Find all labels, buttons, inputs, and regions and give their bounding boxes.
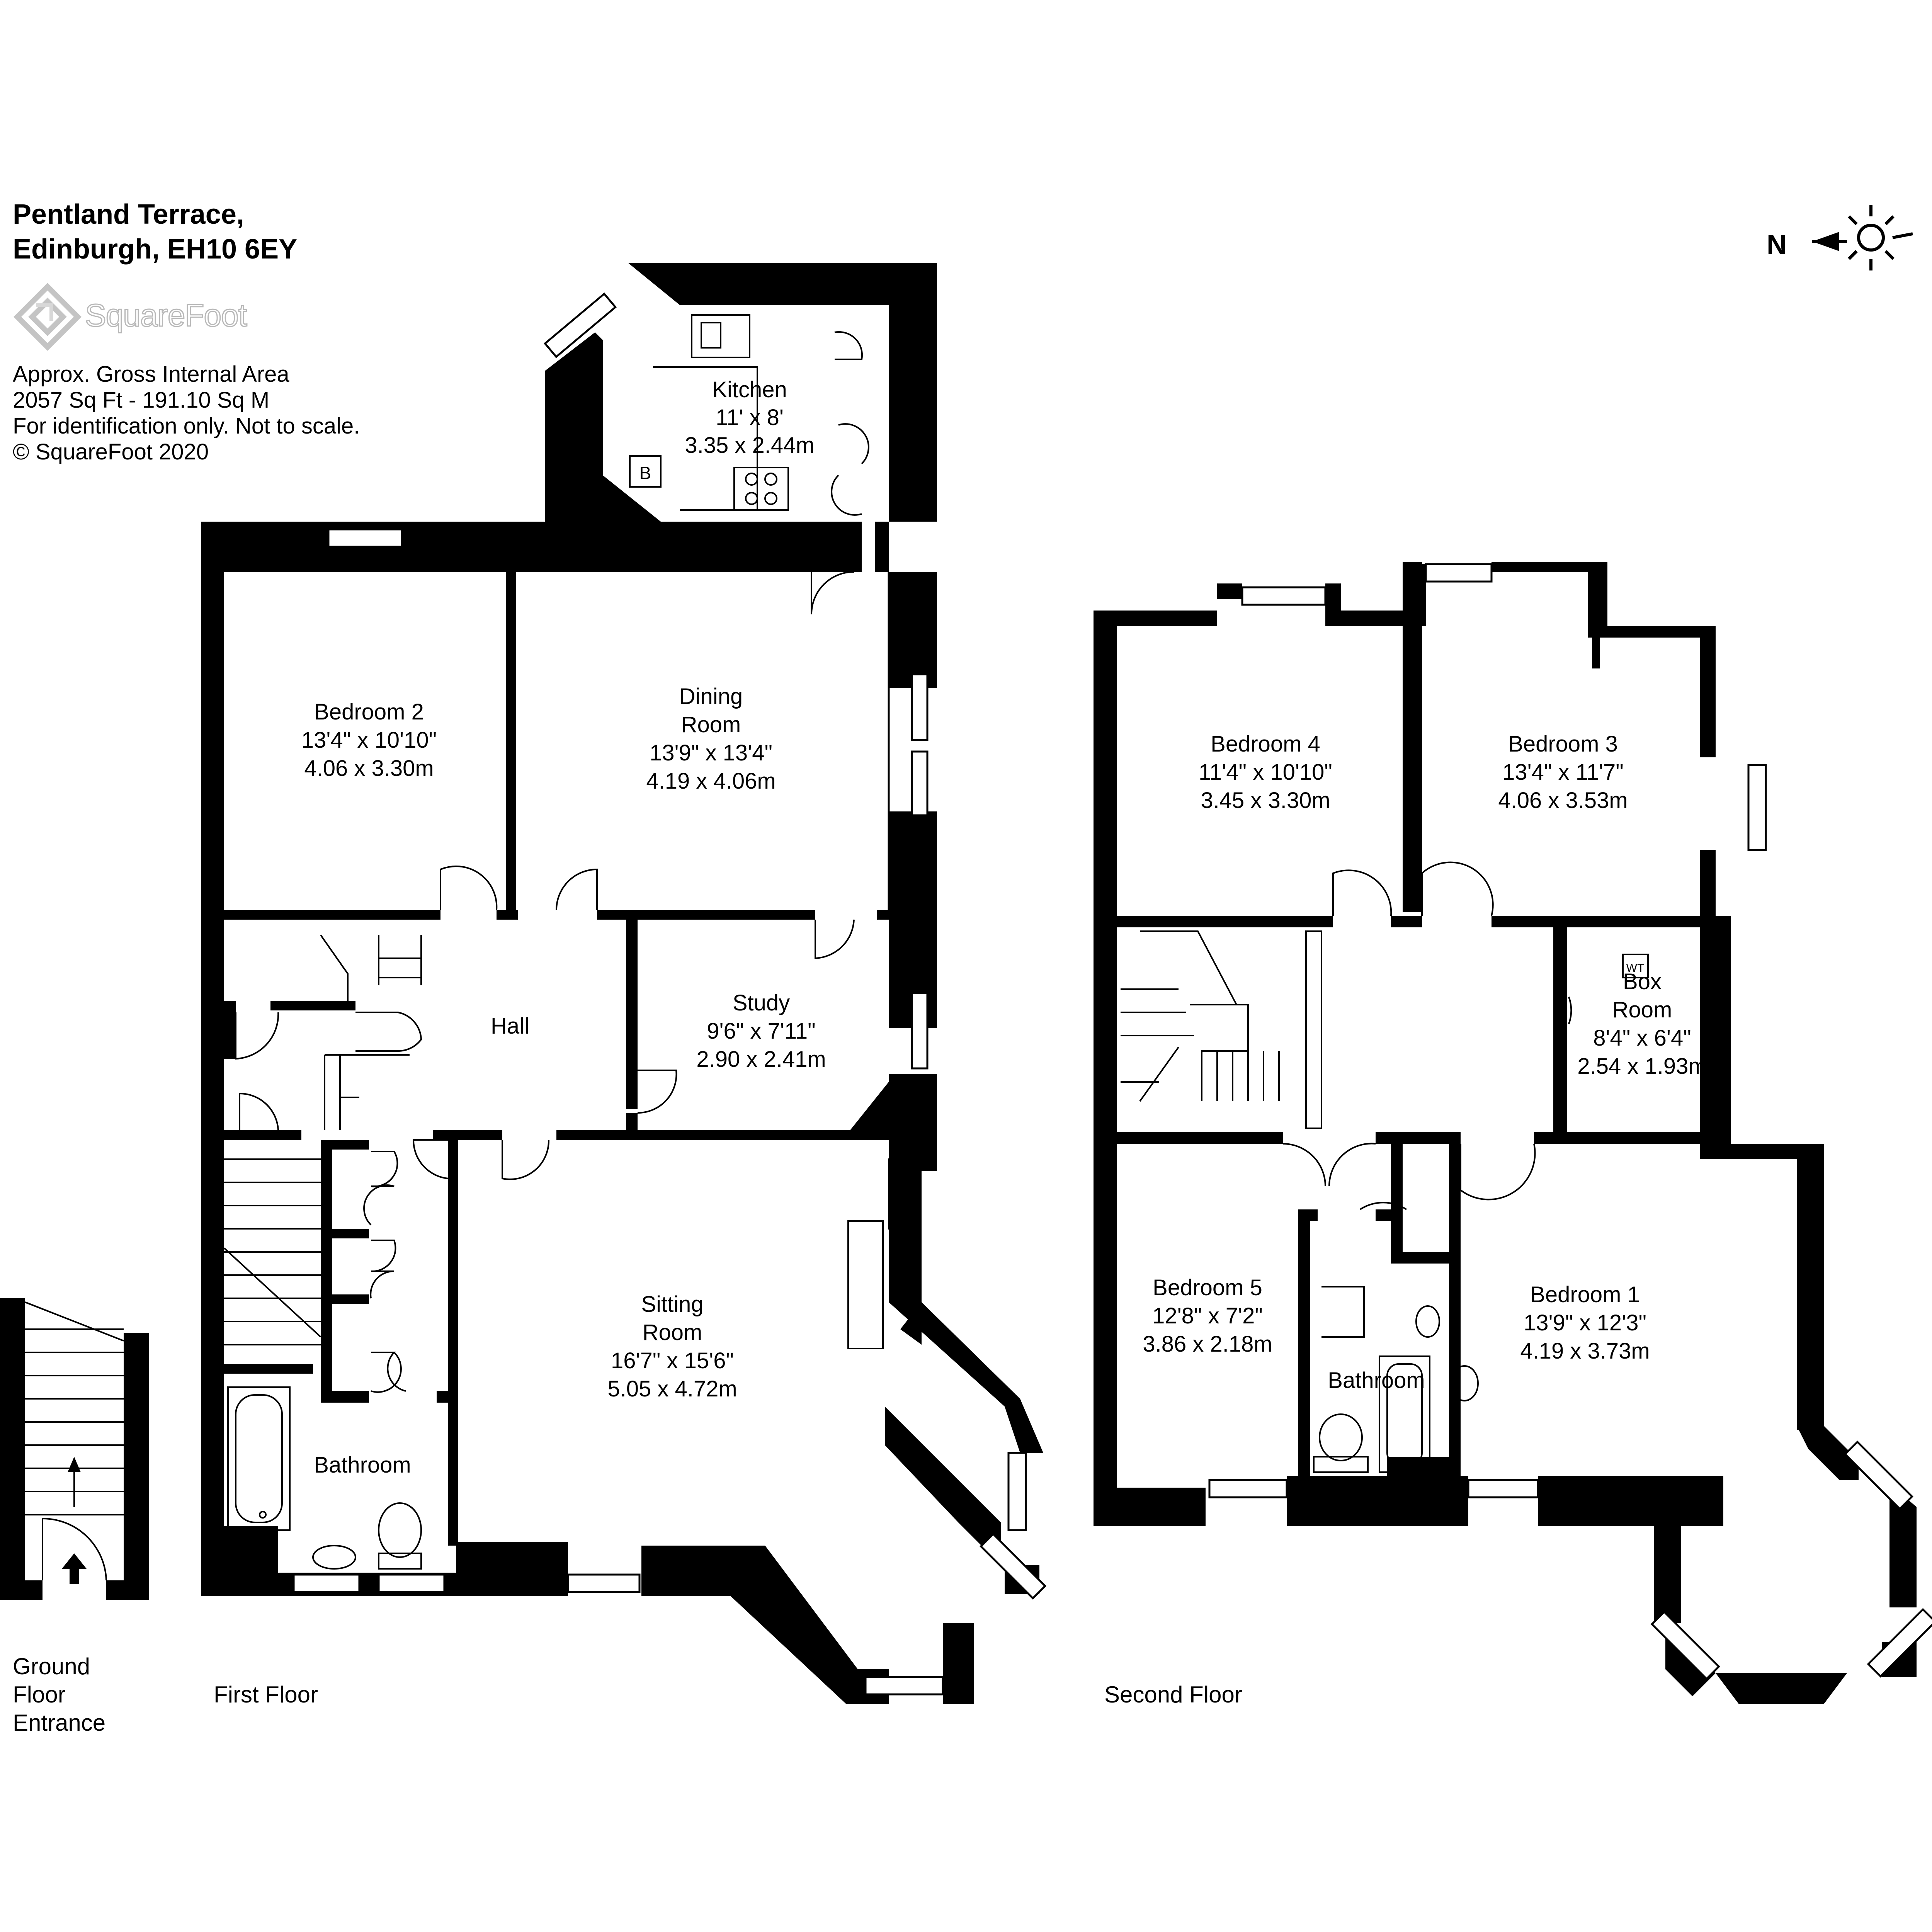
compass-icon: N <box>1767 205 1913 270</box>
svg-text:4.19 x 3.73m: 4.19 x 3.73m <box>1520 1338 1650 1364</box>
svg-text:11' x 8': 11' x 8' <box>716 405 784 430</box>
svg-text:5.05 x 4.72m: 5.05 x 4.72m <box>607 1376 737 1401</box>
svg-text:4.19 x 4.06m: 4.19 x 4.06m <box>646 769 776 794</box>
room-bedroom-4: Bedroom 4 11'4" x 10'10" 3.45 x 3.30m <box>1199 731 1332 813</box>
svg-text:9'6" x 7'11": 9'6" x 7'11" <box>707 1019 816 1044</box>
second-floor-plan: WT <box>1094 562 1932 1704</box>
svg-text:Room: Room <box>1612 997 1672 1022</box>
room-bathroom-second: Bathroom <box>1328 1368 1425 1393</box>
ground-floor-caption-3: Entrance <box>13 1710 105 1736</box>
svg-text:Room: Room <box>643 1320 702 1345</box>
property-address: Pentland Terrace, Edinburgh, EH10 6EY <box>13 197 297 267</box>
room-bedroom-2: Bedroom 2 13'4" x 10'10" 4.06 x 3.30m <box>301 699 437 781</box>
svg-text:4.06 x 3.30m: 4.06 x 3.30m <box>304 756 434 781</box>
svg-text:Hall: Hall <box>491 1014 529 1039</box>
ground-floor-plan <box>0 1298 149 1600</box>
svg-text:Bedroom 3: Bedroom 3 <box>1508 731 1618 757</box>
svg-text:12'8" x 7'2": 12'8" x 7'2" <box>1152 1303 1263 1328</box>
svg-text:3.86 x 2.18m: 3.86 x 2.18m <box>1143 1332 1272 1357</box>
room-sitting-room: Sitting Room 16'7" x 15'6" 5.05 x 4.72m <box>607 1292 737 1401</box>
entrance-arrow-icon <box>62 1553 87 1584</box>
svg-text:Bedroom 5: Bedroom 5 <box>1153 1275 1262 1300</box>
first-floor-caption: First Floor <box>214 1682 318 1708</box>
svg-text:8'4" x 6'4": 8'4" x 6'4" <box>1593 1026 1691 1051</box>
svg-text:3.35 x 2.44m: 3.35 x 2.44m <box>685 433 814 458</box>
svg-text:13'9" x 12'3": 13'9" x 12'3" <box>1524 1310 1646 1335</box>
svg-text:Bedroom 1: Bedroom 1 <box>1530 1282 1640 1307</box>
svg-text:Study: Study <box>733 990 790 1015</box>
ground-floor-caption-1: Ground <box>13 1653 90 1679</box>
room-labels: Kitchen 11' x 8' 3.35 x 2.44m Bedroom 2 … <box>301 377 1707 1478</box>
svg-text:Kitchen: Kitchen <box>712 377 787 402</box>
ground-floor-caption-2: Floor <box>13 1682 66 1708</box>
room-dining-room: Dining Room 13'9" x 13'4" 4.19 x 4.06m <box>646 684 776 794</box>
room-hall: Hall <box>491 1014 529 1039</box>
area-info: Approx. Gross Internal Area 2057 Sq Ft -… <box>13 361 360 465</box>
svg-text:Dining: Dining <box>679 684 743 709</box>
room-box-room: Box Room 8'4" x 6'4" 2.54 x 1.93m <box>1577 969 1707 1079</box>
room-study: Study 9'6" x 7'11" 2.90 x 2.41m <box>696 990 826 1072</box>
first-floor-plan: B <box>201 263 1047 1704</box>
svg-text:Bedroom 2: Bedroom 2 <box>314 699 424 724</box>
svg-text:11'4" x 10'10": 11'4" x 10'10" <box>1199 760 1332 785</box>
area-value: 2057 Sq Ft - 191.10 Sq M <box>13 388 270 413</box>
svg-text:Bathroom: Bathroom <box>314 1452 411 1478</box>
address-line-2: Edinburgh, EH10 6EY <box>13 234 298 265</box>
boiler-label: B <box>639 463 651 483</box>
svg-text:13'4" x 11'7": 13'4" x 11'7" <box>1502 760 1624 785</box>
room-bathroom-first: Bathroom <box>314 1452 411 1478</box>
svg-text:Bathroom: Bathroom <box>1328 1368 1425 1393</box>
north-letter: N <box>1767 230 1787 260</box>
svg-text:2.90 x 2.41m: 2.90 x 2.41m <box>696 1047 826 1072</box>
floor-captions: Ground Floor Entrance First Floor Second… <box>13 1653 1242 1736</box>
room-bedroom-5: Bedroom 5 12'8" x 7'2" 3.86 x 2.18m <box>1143 1275 1272 1357</box>
brand-wordmark: SquareFoot <box>85 298 248 334</box>
svg-text:Room: Room <box>681 712 741 737</box>
svg-text:Sitting: Sitting <box>641 1292 703 1317</box>
area-label: Approx. Gross Internal Area <box>13 362 289 387</box>
svg-text:3.45 x 3.30m: 3.45 x 3.30m <box>1201 788 1330 813</box>
second-floor-caption: Second Floor <box>1104 1682 1242 1708</box>
room-bedroom-1: Bedroom 1 13'9" x 12'3" 4.19 x 3.73m <box>1520 1282 1650 1364</box>
disclaimer: For identification only. Not to scale. <box>13 413 360 439</box>
svg-text:Bedroom 4: Bedroom 4 <box>1211 731 1320 757</box>
squarefoot-logo-icon <box>14 283 82 351</box>
copyright: © SquareFoot 2020 <box>13 439 209 464</box>
svg-text:Box: Box <box>1623 969 1662 994</box>
svg-text:13'4" x 10'10": 13'4" x 10'10" <box>301 728 437 753</box>
water-tank-label: WT <box>1626 962 1645 975</box>
svg-text:4.06 x 3.53m: 4.06 x 3.53m <box>1498 788 1628 813</box>
svg-text:2.54 x 1.93m: 2.54 x 1.93m <box>1577 1054 1707 1079</box>
address-line-1: Pentland Terrace, <box>13 199 244 230</box>
svg-text:13'9" x 13'4": 13'9" x 13'4" <box>650 740 772 765</box>
room-bedroom-3: Bedroom 3 13'4" x 11'7" 4.06 x 3.53m <box>1498 731 1628 813</box>
room-kitchen: Kitchen 11' x 8' 3.35 x 2.44m <box>685 377 814 458</box>
svg-text:16'7" x 15'6": 16'7" x 15'6" <box>611 1348 734 1373</box>
